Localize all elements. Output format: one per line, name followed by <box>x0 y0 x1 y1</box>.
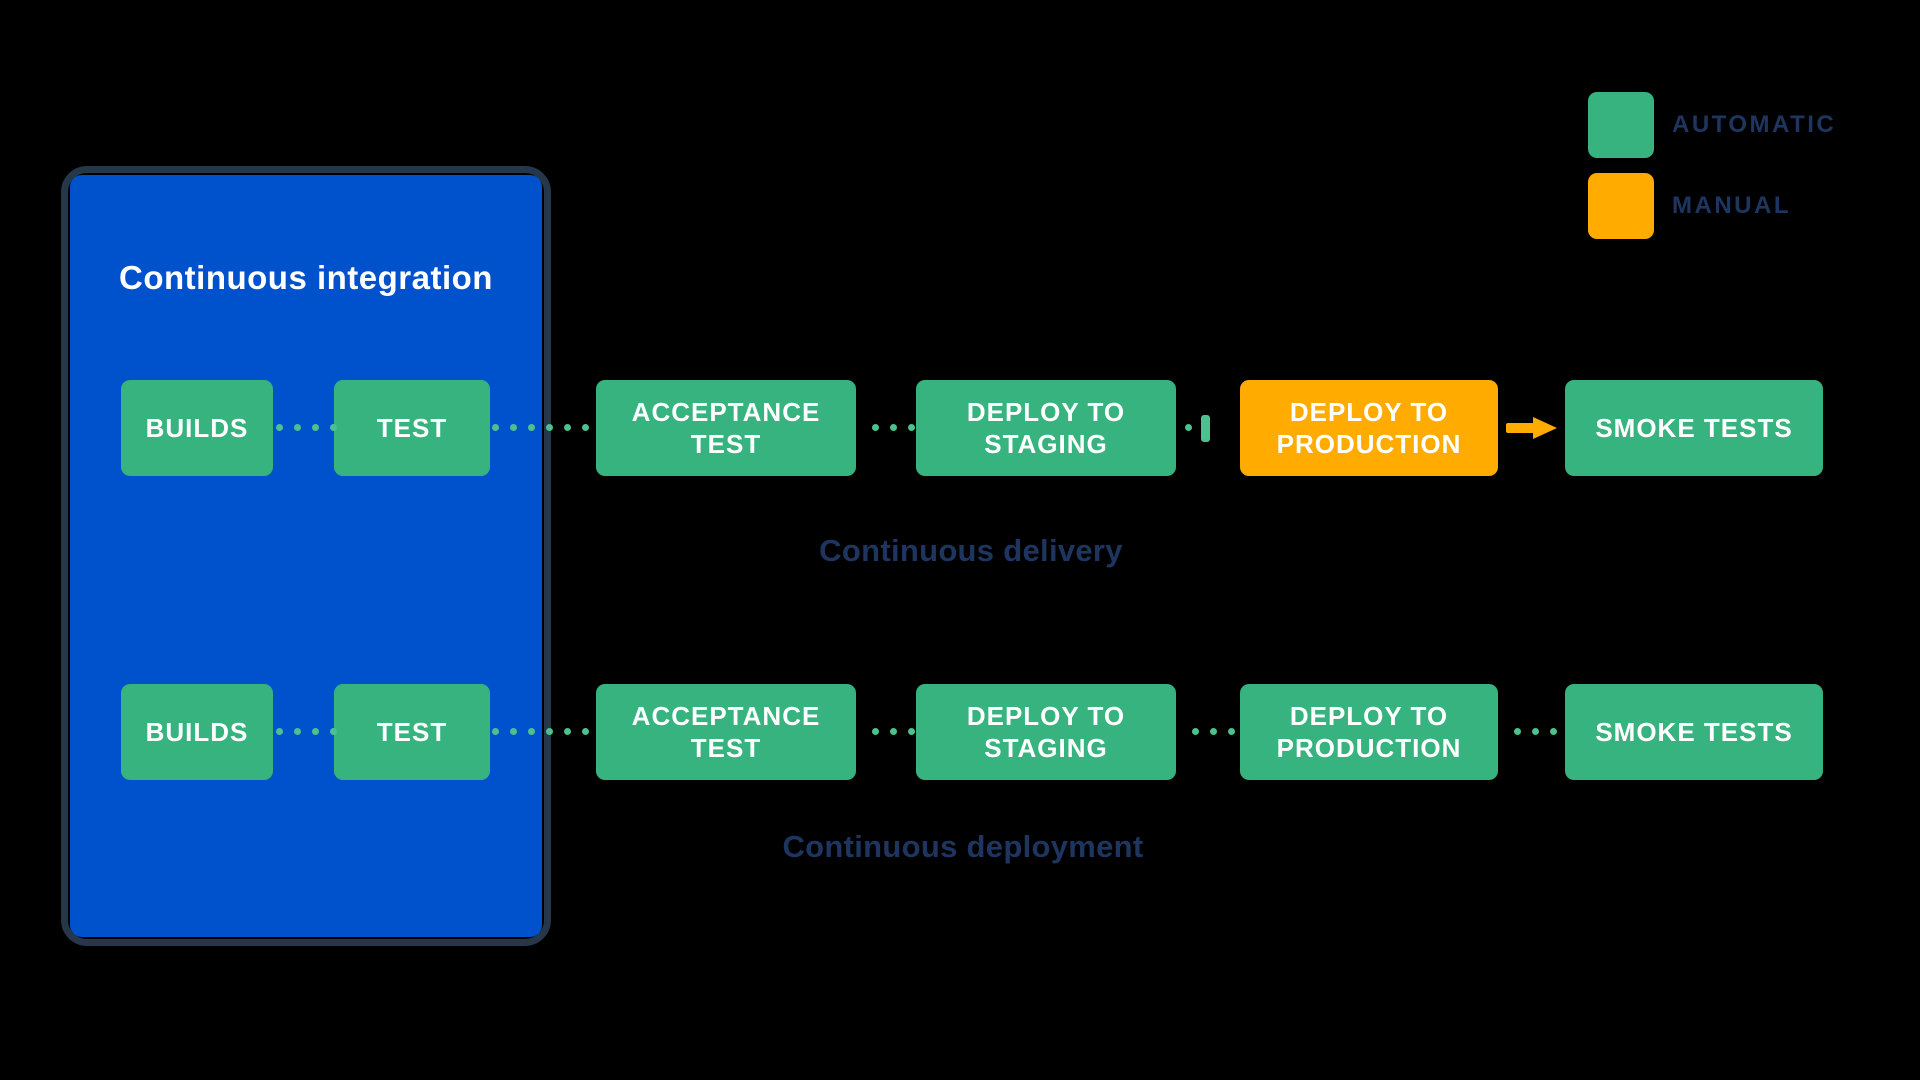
ci-box-outline <box>61 166 551 946</box>
continuous-integration-container: Continuous integration <box>70 175 542 937</box>
manual-gate-marker <box>1201 415 1210 442</box>
stage-label: BUILDS <box>145 412 249 443</box>
continuous-delivery-caption: Continuous delivery <box>819 533 1123 568</box>
stage-test-delivery: TEST <box>334 380 490 476</box>
stage-acceptance-test-delivery: ACCEPTANCE TEST <box>596 380 856 476</box>
dotted-connector <box>872 728 915 735</box>
dotted-connector <box>492 424 589 431</box>
dotted-connector <box>276 424 337 431</box>
continuous-deployment-caption: Continuous deployment <box>782 829 1144 864</box>
stage-label: DEPLOY TO STAGING <box>966 700 1126 764</box>
manual-arrow-icon <box>1506 417 1557 439</box>
dotted-connector <box>1185 424 1192 431</box>
stage-smoke-tests-deployment: SMOKE TESTS <box>1565 684 1823 780</box>
stage-test-deployment: TEST <box>334 684 490 780</box>
stage-deploy-staging-delivery: DEPLOY TO STAGING <box>916 380 1176 476</box>
dotted-connector <box>276 728 337 735</box>
dotted-connector <box>1192 728 1235 735</box>
dotted-connector <box>492 728 589 735</box>
stage-label: TEST <box>376 412 448 443</box>
stage-label: SMOKE TESTS <box>1595 716 1793 747</box>
stage-label: ACCEPTANCE TEST <box>631 700 821 764</box>
stage-deploy-production-deployment: DEPLOY TO PRODUCTION <box>1240 684 1498 780</box>
legend-item-automatic: AUTOMATIC <box>1588 92 1836 158</box>
legend-label-automatic: AUTOMATIC <box>1672 111 1837 138</box>
automatic-color-swatch <box>1588 92 1654 158</box>
dotted-connector <box>1514 728 1557 735</box>
stage-label: SMOKE TESTS <box>1595 412 1793 443</box>
stage-label: DEPLOY TO PRODUCTION <box>1276 700 1462 764</box>
arrow-head-icon <box>1533 417 1557 439</box>
stage-builds-delivery: BUILDS <box>121 380 273 476</box>
continuous-integration-title: Continuous integration <box>119 259 493 296</box>
legend-label-manual: MANUAL <box>1672 192 1791 219</box>
stage-builds-deployment: BUILDS <box>121 684 273 780</box>
arrow-tail <box>1506 423 1534 433</box>
stage-deploy-staging-deployment: DEPLOY TO STAGING <box>916 684 1176 780</box>
stage-deploy-production-delivery: DEPLOY TO PRODUCTION <box>1240 380 1498 476</box>
stage-acceptance-test-deployment: ACCEPTANCE TEST <box>596 684 856 780</box>
stage-label: DEPLOY TO STAGING <box>966 396 1126 460</box>
stage-label: ACCEPTANCE TEST <box>631 396 821 460</box>
stage-label: TEST <box>376 716 448 747</box>
manual-color-swatch <box>1588 173 1654 239</box>
stage-smoke-tests-delivery: SMOKE TESTS <box>1565 380 1823 476</box>
dotted-connector <box>872 424 915 431</box>
stage-label: BUILDS <box>145 716 249 747</box>
stage-label: DEPLOY TO PRODUCTION <box>1276 396 1462 460</box>
legend-item-manual: MANUAL <box>1588 173 1791 239</box>
